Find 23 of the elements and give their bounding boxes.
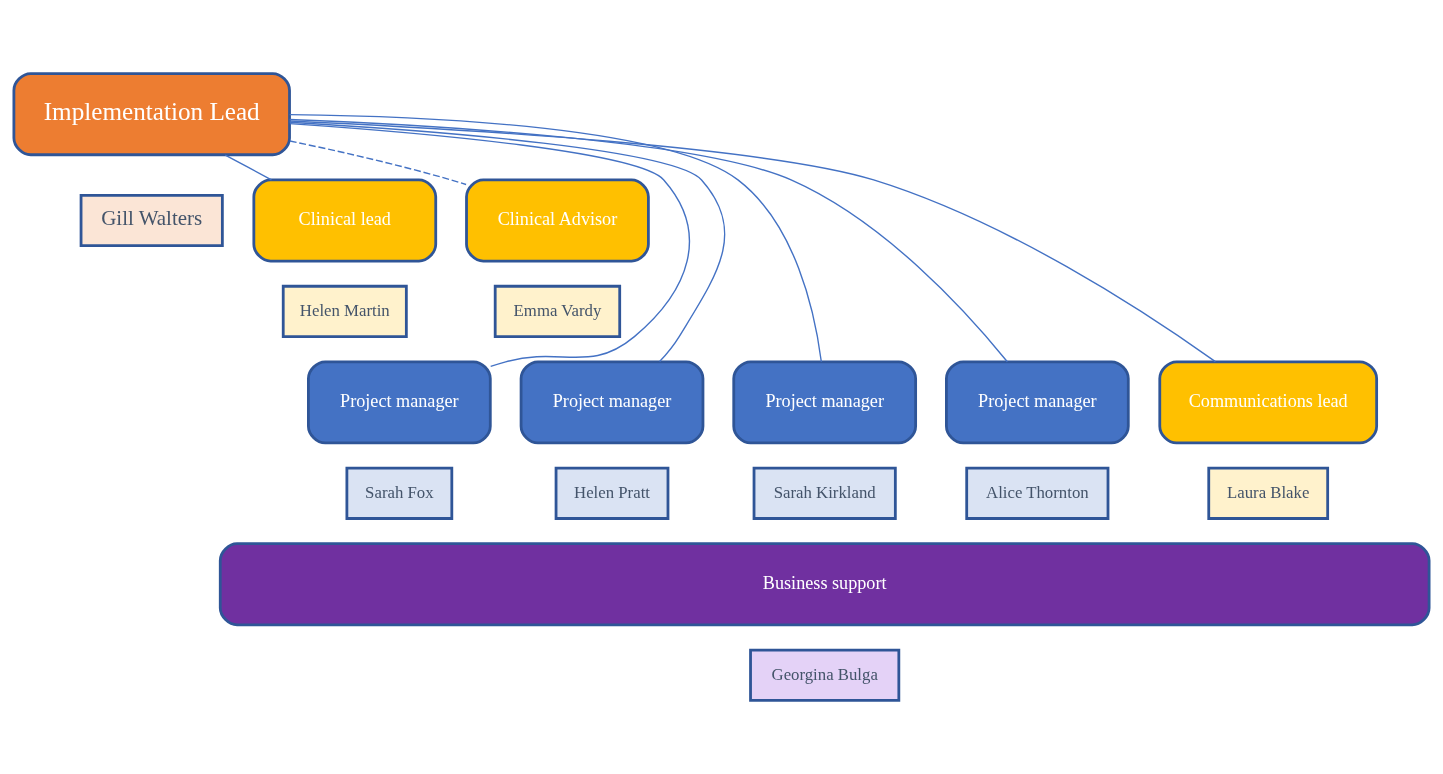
node-box: Alice Thornton — [965, 466, 1110, 520]
node-box: Project manager — [945, 360, 1130, 445]
node-box: Implementation Lead — [12, 72, 291, 157]
connector — [289, 113, 823, 363]
node-box: Clinical Advisor — [465, 178, 650, 263]
connector — [289, 140, 467, 186]
node-box: Gill Walters — [79, 193, 224, 248]
node-box: Georgina Bulga — [749, 648, 901, 702]
node-box: Laura Blake — [1207, 466, 1330, 520]
node-box: Helen Pratt — [554, 466, 670, 520]
connector — [288, 120, 1217, 363]
node-box: Communications lead — [1158, 360, 1379, 445]
node-box: Project manager — [307, 360, 492, 445]
node-box: Sarah Kirkland — [752, 466, 897, 520]
node-box: Clinical lead — [252, 178, 438, 263]
connector — [224, 154, 273, 181]
node-box: Project manager — [519, 360, 705, 445]
node-box: Project manager — [732, 360, 918, 445]
node-box: Helen Martin — [281, 284, 408, 339]
connector — [288, 118, 1009, 363]
node-box: Emma Vardy — [493, 284, 622, 339]
node-box: Business support — [218, 542, 1431, 627]
node-box: Sarah Fox — [345, 466, 454, 520]
